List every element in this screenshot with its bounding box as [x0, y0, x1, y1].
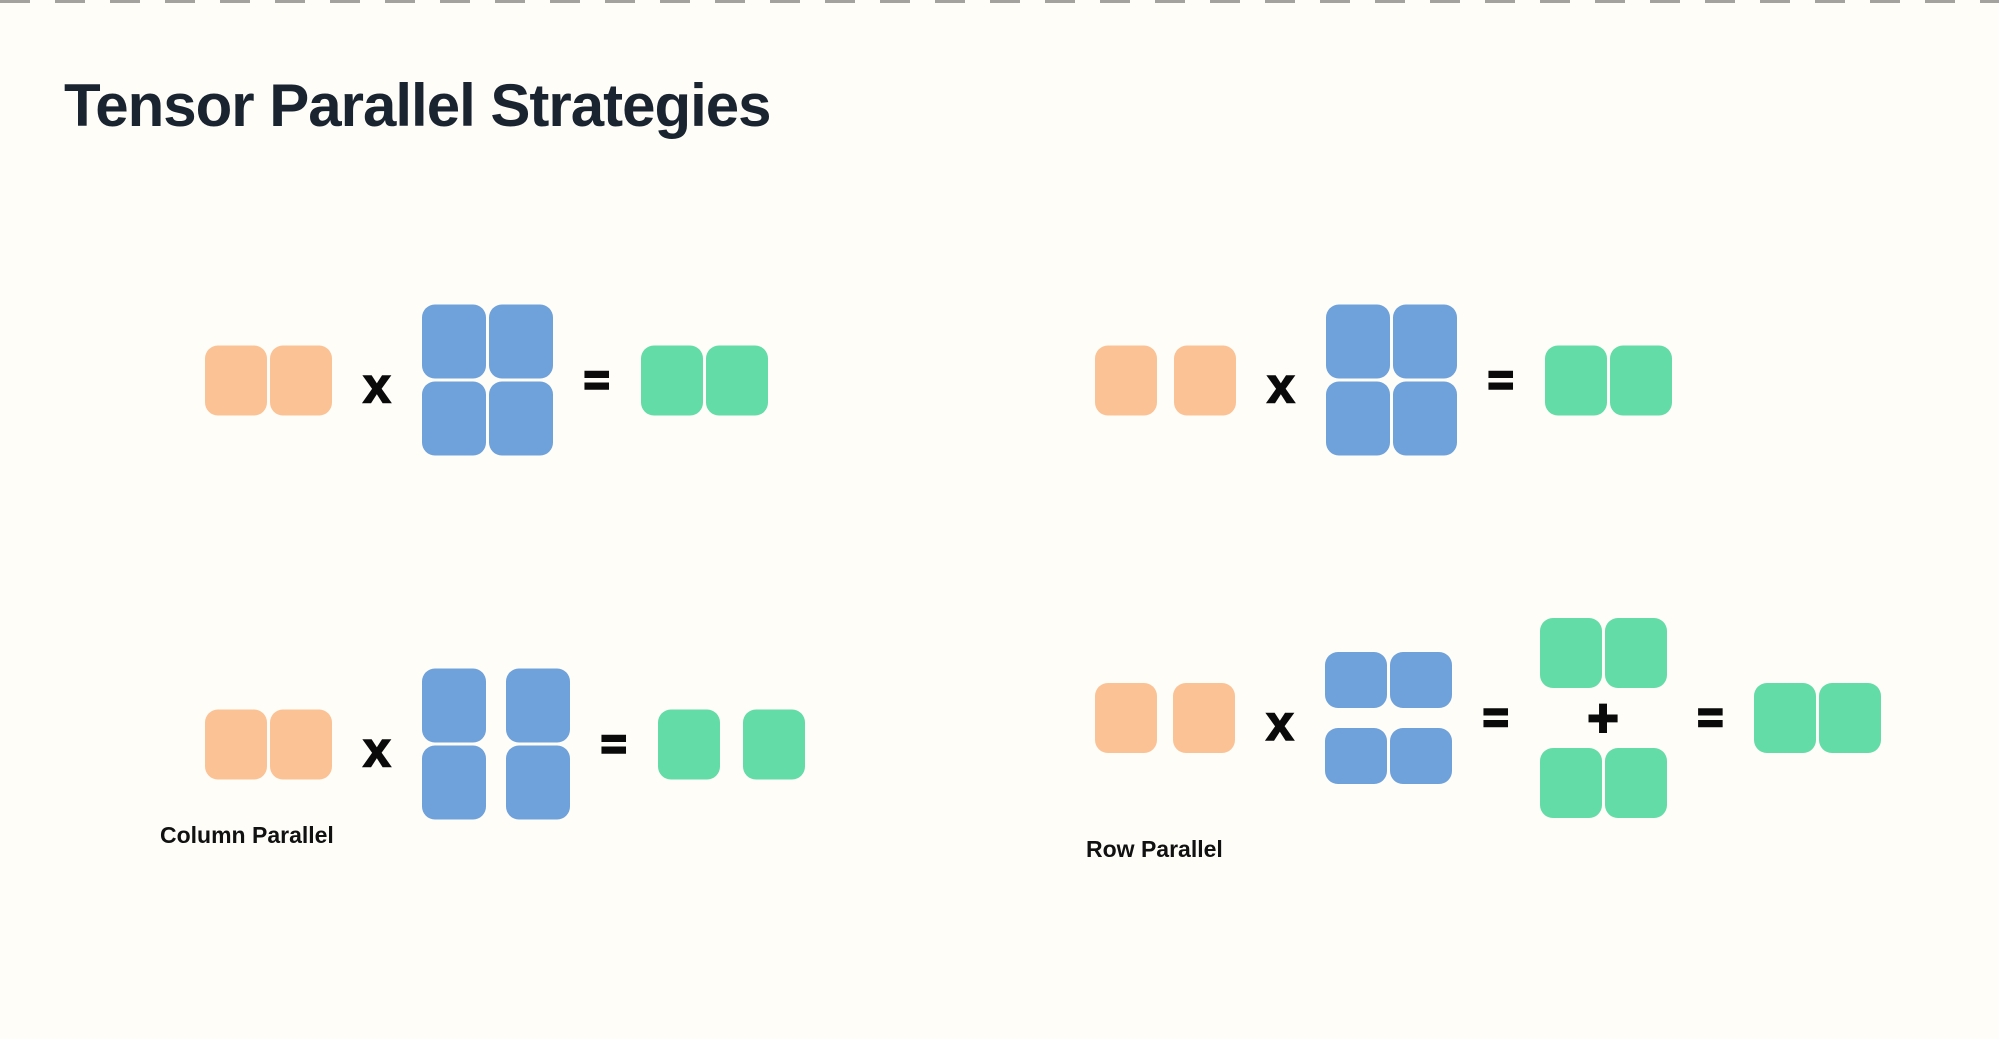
weight-block	[505, 668, 570, 743]
plus-operator: +	[1586, 688, 1620, 748]
input-block	[270, 709, 332, 779]
output-block	[1754, 683, 1817, 753]
weight-block	[1324, 728, 1387, 784]
equation-top-right: x=	[1095, 304, 1672, 456]
equals-operator: =	[1487, 355, 1515, 404]
weight-block	[488, 381, 553, 456]
output-pair	[1539, 618, 1667, 688]
input-pair	[1095, 345, 1236, 415]
input-block	[1173, 683, 1235, 753]
input-block	[1095, 683, 1157, 753]
weight-block	[1392, 304, 1457, 379]
output-block	[742, 709, 805, 779]
output-pair	[640, 345, 768, 415]
input-pair	[1095, 683, 1235, 753]
output-block	[1604, 748, 1667, 818]
multiply-operator: x	[1265, 695, 1294, 751]
multiply-operator: x	[362, 357, 391, 413]
weight-matrix-rows	[1324, 652, 1452, 784]
weight-block	[421, 304, 486, 379]
weight-block	[1325, 304, 1390, 379]
multiply-operator: x	[362, 721, 391, 777]
page-title: Tensor Parallel Strategies	[64, 72, 772, 139]
weight-block	[488, 304, 553, 379]
multiply-operator: x	[1266, 357, 1295, 413]
output-block	[705, 345, 768, 415]
output-block	[1539, 618, 1602, 688]
weight-block	[421, 668, 486, 743]
output-block	[1539, 748, 1602, 818]
equals-operator: =	[1696, 693, 1724, 742]
input-block	[1095, 345, 1157, 415]
output-pair	[1539, 748, 1667, 818]
weight-block	[421, 381, 486, 456]
equals-operator: =	[1482, 693, 1510, 742]
weight-matrix-columns	[421, 668, 570, 820]
weight-block	[1324, 652, 1387, 708]
input-block	[205, 345, 267, 415]
weight-block	[1325, 381, 1390, 456]
equals-operator: =	[583, 355, 611, 404]
output-pair	[657, 709, 805, 779]
input-pair	[205, 709, 332, 779]
equation-bottom-right: x = + =	[1095, 618, 1882, 818]
output-pair	[1754, 683, 1882, 753]
output-block	[1609, 345, 1672, 415]
input-block	[270, 345, 332, 415]
weight-matrix-none	[421, 304, 553, 456]
output-block	[1604, 618, 1667, 688]
weight-matrix-none	[1325, 304, 1457, 456]
output-block	[1819, 683, 1882, 753]
input-block	[1174, 345, 1236, 415]
partial-sum-stack: +	[1539, 618, 1667, 818]
top-dashed-border	[0, 0, 1999, 3]
weight-block	[1392, 381, 1457, 456]
equation-top-left: x=	[205, 304, 768, 456]
weight-block	[505, 745, 570, 820]
input-block	[205, 709, 267, 779]
weight-block	[1389, 652, 1452, 708]
output-block	[1544, 345, 1607, 415]
output-block	[640, 345, 703, 415]
column-parallel-label: Column Parallel	[160, 822, 334, 848]
row-parallel-label: Row Parallel	[1086, 836, 1223, 862]
weight-block	[421, 745, 486, 820]
output-block	[657, 709, 720, 779]
equation-bottom-left: x=	[205, 668, 805, 820]
output-pair	[1544, 345, 1672, 415]
weight-block	[1389, 728, 1452, 784]
equals-operator: =	[600, 719, 628, 768]
input-pair	[205, 345, 332, 415]
